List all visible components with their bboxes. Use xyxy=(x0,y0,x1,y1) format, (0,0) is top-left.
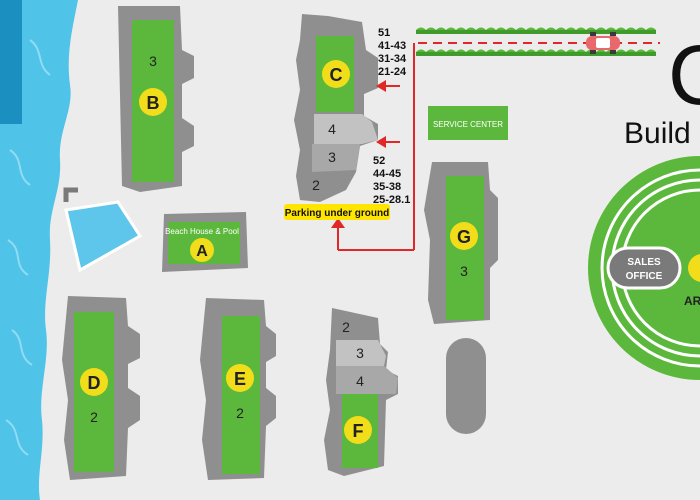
arrow-left-head-1 xyxy=(376,80,386,92)
parking-top-item: 51 xyxy=(378,27,390,39)
parking-top-item: 31-34 xyxy=(378,53,407,65)
building-f-floors-3: 3 xyxy=(356,345,364,361)
circle-marker-icon xyxy=(139,88,167,116)
parking-bottom-item: 44-45 xyxy=(373,168,401,180)
car-icon xyxy=(586,32,620,54)
ocean xyxy=(0,0,78,500)
building-g-floors: 3 xyxy=(460,263,468,279)
parking-top-item: 21-24 xyxy=(378,66,407,78)
building-a-caption: Beach House & Pool xyxy=(165,227,239,236)
title-big-letter: C xyxy=(668,28,700,122)
building-c-letter: C xyxy=(330,65,343,85)
title-word: Build xyxy=(624,117,691,150)
building-b-letter: B xyxy=(147,93,160,113)
arrow-left-head-2 xyxy=(376,136,386,148)
service-center-label: SERVICE CENTER xyxy=(433,120,503,129)
parking-top-item: 41-43 xyxy=(378,40,406,52)
pool xyxy=(64,200,143,273)
building-f-light-4 xyxy=(336,366,398,394)
building-e-green xyxy=(222,316,260,474)
arrow-up-icon xyxy=(331,218,345,228)
road-top-hedge xyxy=(416,30,656,34)
building-e-floors: 2 xyxy=(236,405,244,421)
building-c-floors-2: 2 xyxy=(312,177,320,193)
building-c-light-3 xyxy=(312,144,360,172)
parking-list-top: 51 41-43 31-34 21-24 xyxy=(378,27,407,78)
circle-marker-icon xyxy=(80,368,108,396)
building-c-light-4 xyxy=(314,114,378,144)
road-bottom-hedge xyxy=(416,52,656,56)
building-f-floors-2: 2 xyxy=(342,319,350,335)
circle-marker-icon xyxy=(226,364,254,392)
parking-underground-label: Parking under ground xyxy=(285,208,389,219)
circle-marker-icon xyxy=(450,222,478,250)
ocean-texture xyxy=(5,39,51,456)
parking-bottom-item: 52 xyxy=(373,155,385,167)
hedge-bumps-top xyxy=(416,27,656,30)
building-f-letter: F xyxy=(353,421,364,441)
parking-bottom-item: 35-38 xyxy=(373,181,401,193)
building-d-floors: 2 xyxy=(90,409,98,425)
building-d-letter: D xyxy=(88,373,101,393)
arc-partial-label: AR xyxy=(684,294,700,308)
building-f-floors-4: 4 xyxy=(356,373,364,389)
building-e-letter: E xyxy=(234,369,246,389)
circle-marker-icon xyxy=(322,60,350,88)
building-c-floors-4: 4 xyxy=(328,121,336,137)
circle-marker-icon xyxy=(344,416,372,444)
sales-office-line2: OFFICE xyxy=(626,271,663,282)
building-g-letter: G xyxy=(457,227,471,247)
building-c-floors-3: 3 xyxy=(328,149,336,165)
hedge-bumps-bottom xyxy=(416,49,656,52)
building-a-letter: A xyxy=(196,243,208,260)
service-center-box xyxy=(428,106,508,140)
circle-marker-icon xyxy=(688,254,700,282)
parking-bottom-item: 25-28.1 xyxy=(373,194,410,206)
building-f-light-3 xyxy=(336,340,386,366)
blue-panel xyxy=(0,0,22,124)
bracket-icon xyxy=(63,187,78,202)
sales-office-line1: SALES xyxy=(627,257,661,268)
arc-ring-1 xyxy=(600,168,700,368)
parking-capsule xyxy=(446,338,486,434)
parking-list-bottom: 52 44-45 35-38 25-28.1 xyxy=(373,155,410,206)
sales-office-box xyxy=(606,246,682,290)
parking-underground-badge xyxy=(284,204,390,220)
building-b-floors: 3 xyxy=(149,53,157,69)
circle-marker-icon xyxy=(190,238,214,262)
